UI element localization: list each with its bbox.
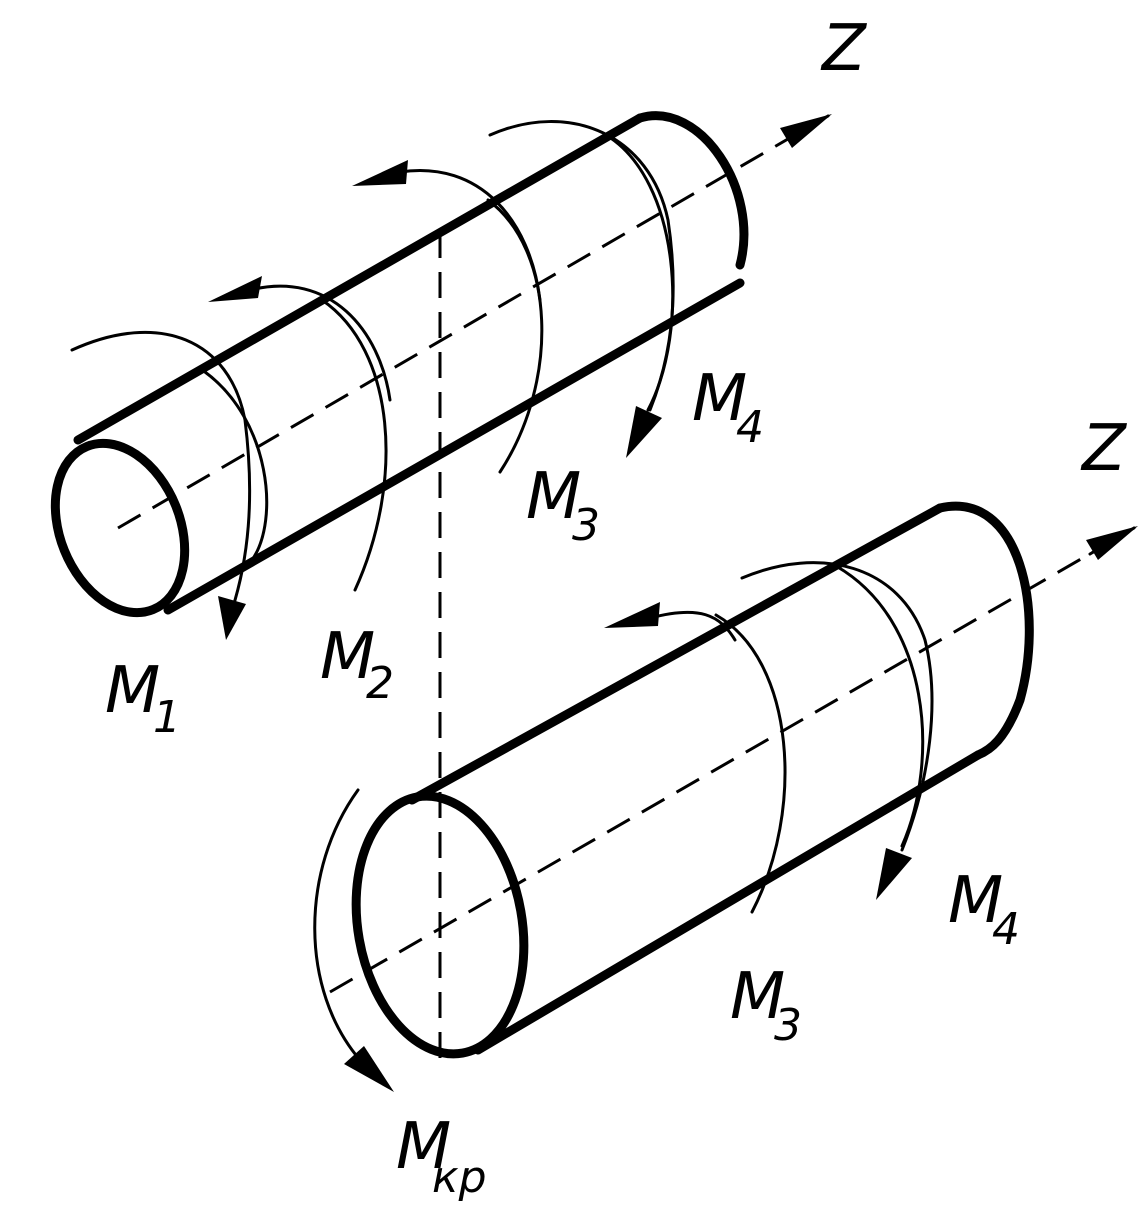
lower-shaft-right-end [935, 501, 1034, 760]
upper-shaft-bottom-edge [163, 278, 745, 615]
upper-arrowhead-m1 [218, 596, 246, 640]
lower-arrowhead-m3 [604, 602, 660, 628]
lower-section-m4 [834, 564, 925, 848]
upper-moment-arc-m4 [488, 120, 675, 412]
lower-axis-label: Z [1080, 412, 1127, 486]
lower-moment-arc-m4 [740, 561, 934, 852]
upper-moment-arc-m2 [248, 284, 392, 402]
upper-moment-arc-m3 [398, 169, 542, 302]
label-upper-m1: M 1 [105, 654, 181, 743]
label-lower-m3: M 3 [730, 960, 802, 1051]
upper-moment-arc-m1 [70, 330, 252, 612]
label-lower-m4: M 4 [948, 864, 1020, 955]
upper-arrowhead-m2 [208, 276, 262, 302]
moment-letter: M [730, 960, 785, 1034]
upper-arrowhead-m4 [626, 406, 662, 458]
label-upper-m3: M 3 [526, 460, 600, 551]
lower-moment-arc-mkr [313, 788, 362, 1062]
moment-letter: M [105, 654, 160, 728]
lower-section-m3 [714, 613, 787, 914]
upper-axis-arrowhead [780, 114, 832, 148]
moment-subscript: 2 [366, 658, 394, 709]
upper-section-m3 [486, 198, 544, 474]
moment-letter: M [948, 864, 1003, 938]
lower-shaft-axis [329, 546, 1101, 994]
moment-subscript: 4 [736, 402, 764, 453]
moment-letter: M [396, 1110, 451, 1184]
upper-shaft-right-end [635, 111, 749, 270]
upper-shaft-left-end [50, 438, 190, 618]
lower-shaft [313, 501, 1138, 1092]
moment-subscript: 3 [572, 500, 600, 551]
lower-shaft-bottom-edge [473, 750, 983, 1055]
upper-shaft-axis [117, 130, 801, 530]
upper-arrowhead-m3 [352, 160, 408, 186]
moment-letter: M [320, 620, 375, 694]
upper-shaft-top-edge [73, 113, 645, 445]
label-lower-mkr: M кр [396, 1110, 487, 1203]
upper-section-m2 [320, 298, 388, 592]
moment-letter: M [692, 362, 747, 436]
moment-subscript: 1 [153, 692, 181, 743]
upper-section-m1 [203, 370, 269, 562]
lower-arrowhead-m4 [876, 848, 912, 900]
moment-subscript: кр [432, 1152, 487, 1203]
upper-shaft [50, 111, 832, 640]
lower-arrowhead-mkr [344, 1046, 394, 1092]
moment-letter: M [526, 460, 581, 534]
lower-shaft-top-edge [407, 503, 945, 805]
moment-subscript: 3 [774, 1000, 802, 1051]
label-upper-m2: M 2 [320, 620, 394, 709]
lower-moment-arc-m3 [648, 610, 737, 642]
upper-axis-label: Z [820, 12, 867, 86]
label-upper-m4: M 4 [692, 362, 764, 453]
moment-subscript: 4 [992, 904, 1020, 955]
lower-axis-arrowhead [1086, 526, 1138, 560]
